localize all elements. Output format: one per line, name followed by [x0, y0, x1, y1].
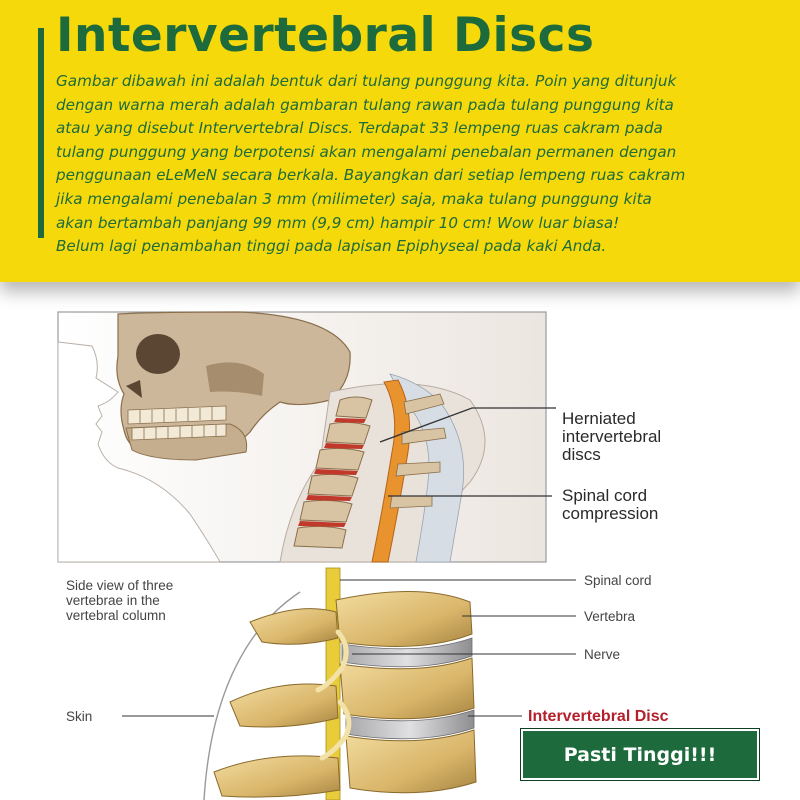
description-line: akan bertambah panjang 99 mm (9,9 cm) ha… — [56, 213, 620, 232]
upper-diagram — [57, 311, 556, 563]
label-vertebra: Vertebra — [584, 609, 636, 624]
label-herniated: Herniated — [562, 409, 636, 428]
description-line: jika mengalami penebalan 3 mm (milimeter… — [56, 189, 652, 208]
label-nerve: Nerve — [584, 647, 620, 662]
label-side-view: vertebral column — [66, 608, 166, 623]
description-line: Belum lagi penambahan tinggi pada lapisa… — [56, 237, 607, 256]
description-line: atau yang disebut Intervertebral Discs. … — [56, 119, 663, 138]
label-spinal-cord: Spinal cord — [584, 573, 652, 588]
header-banner: Intervertebral Discs Gambar dibawah ini … — [0, 0, 800, 282]
label-compression: Spinal cord — [562, 486, 647, 505]
label-side-view: vertebrae in the — [66, 593, 160, 608]
lower-diagram — [122, 567, 576, 800]
accent-bar — [38, 28, 44, 238]
spine-illustration: Herniated intervertebral discs Spinal co… — [57, 311, 669, 800]
label-skin: Skin — [66, 709, 92, 724]
description-line: dengan warna merah adalah gambaran tulan… — [56, 95, 674, 114]
label-side-view: Side view of three — [66, 578, 173, 593]
skull-graphic — [116, 311, 351, 461]
label-herniated: discs — [562, 445, 601, 464]
description-line: penggunaan eLeMeN secara berkala. Bayang… — [56, 166, 686, 185]
description-line: tulang punggung yang berpotensi akan men… — [56, 142, 677, 161]
label-intervertebral-disc: Intervertebral Disc — [528, 708, 669, 725]
description-text: Gambar dibawah ini adalah bentuk dari tu… — [56, 70, 776, 259]
cervical-vertebrae — [293, 396, 373, 549]
description-line: Gambar dibawah ini adalah bentuk dari tu… — [56, 72, 677, 90]
page-title: Intervertebral Discs — [56, 8, 595, 63]
label-herniated: intervertebral — [562, 427, 661, 446]
label-compression: compression — [562, 504, 658, 523]
pasti-tinggi-button[interactable]: Pasti Tinggi!!! — [520, 728, 760, 781]
